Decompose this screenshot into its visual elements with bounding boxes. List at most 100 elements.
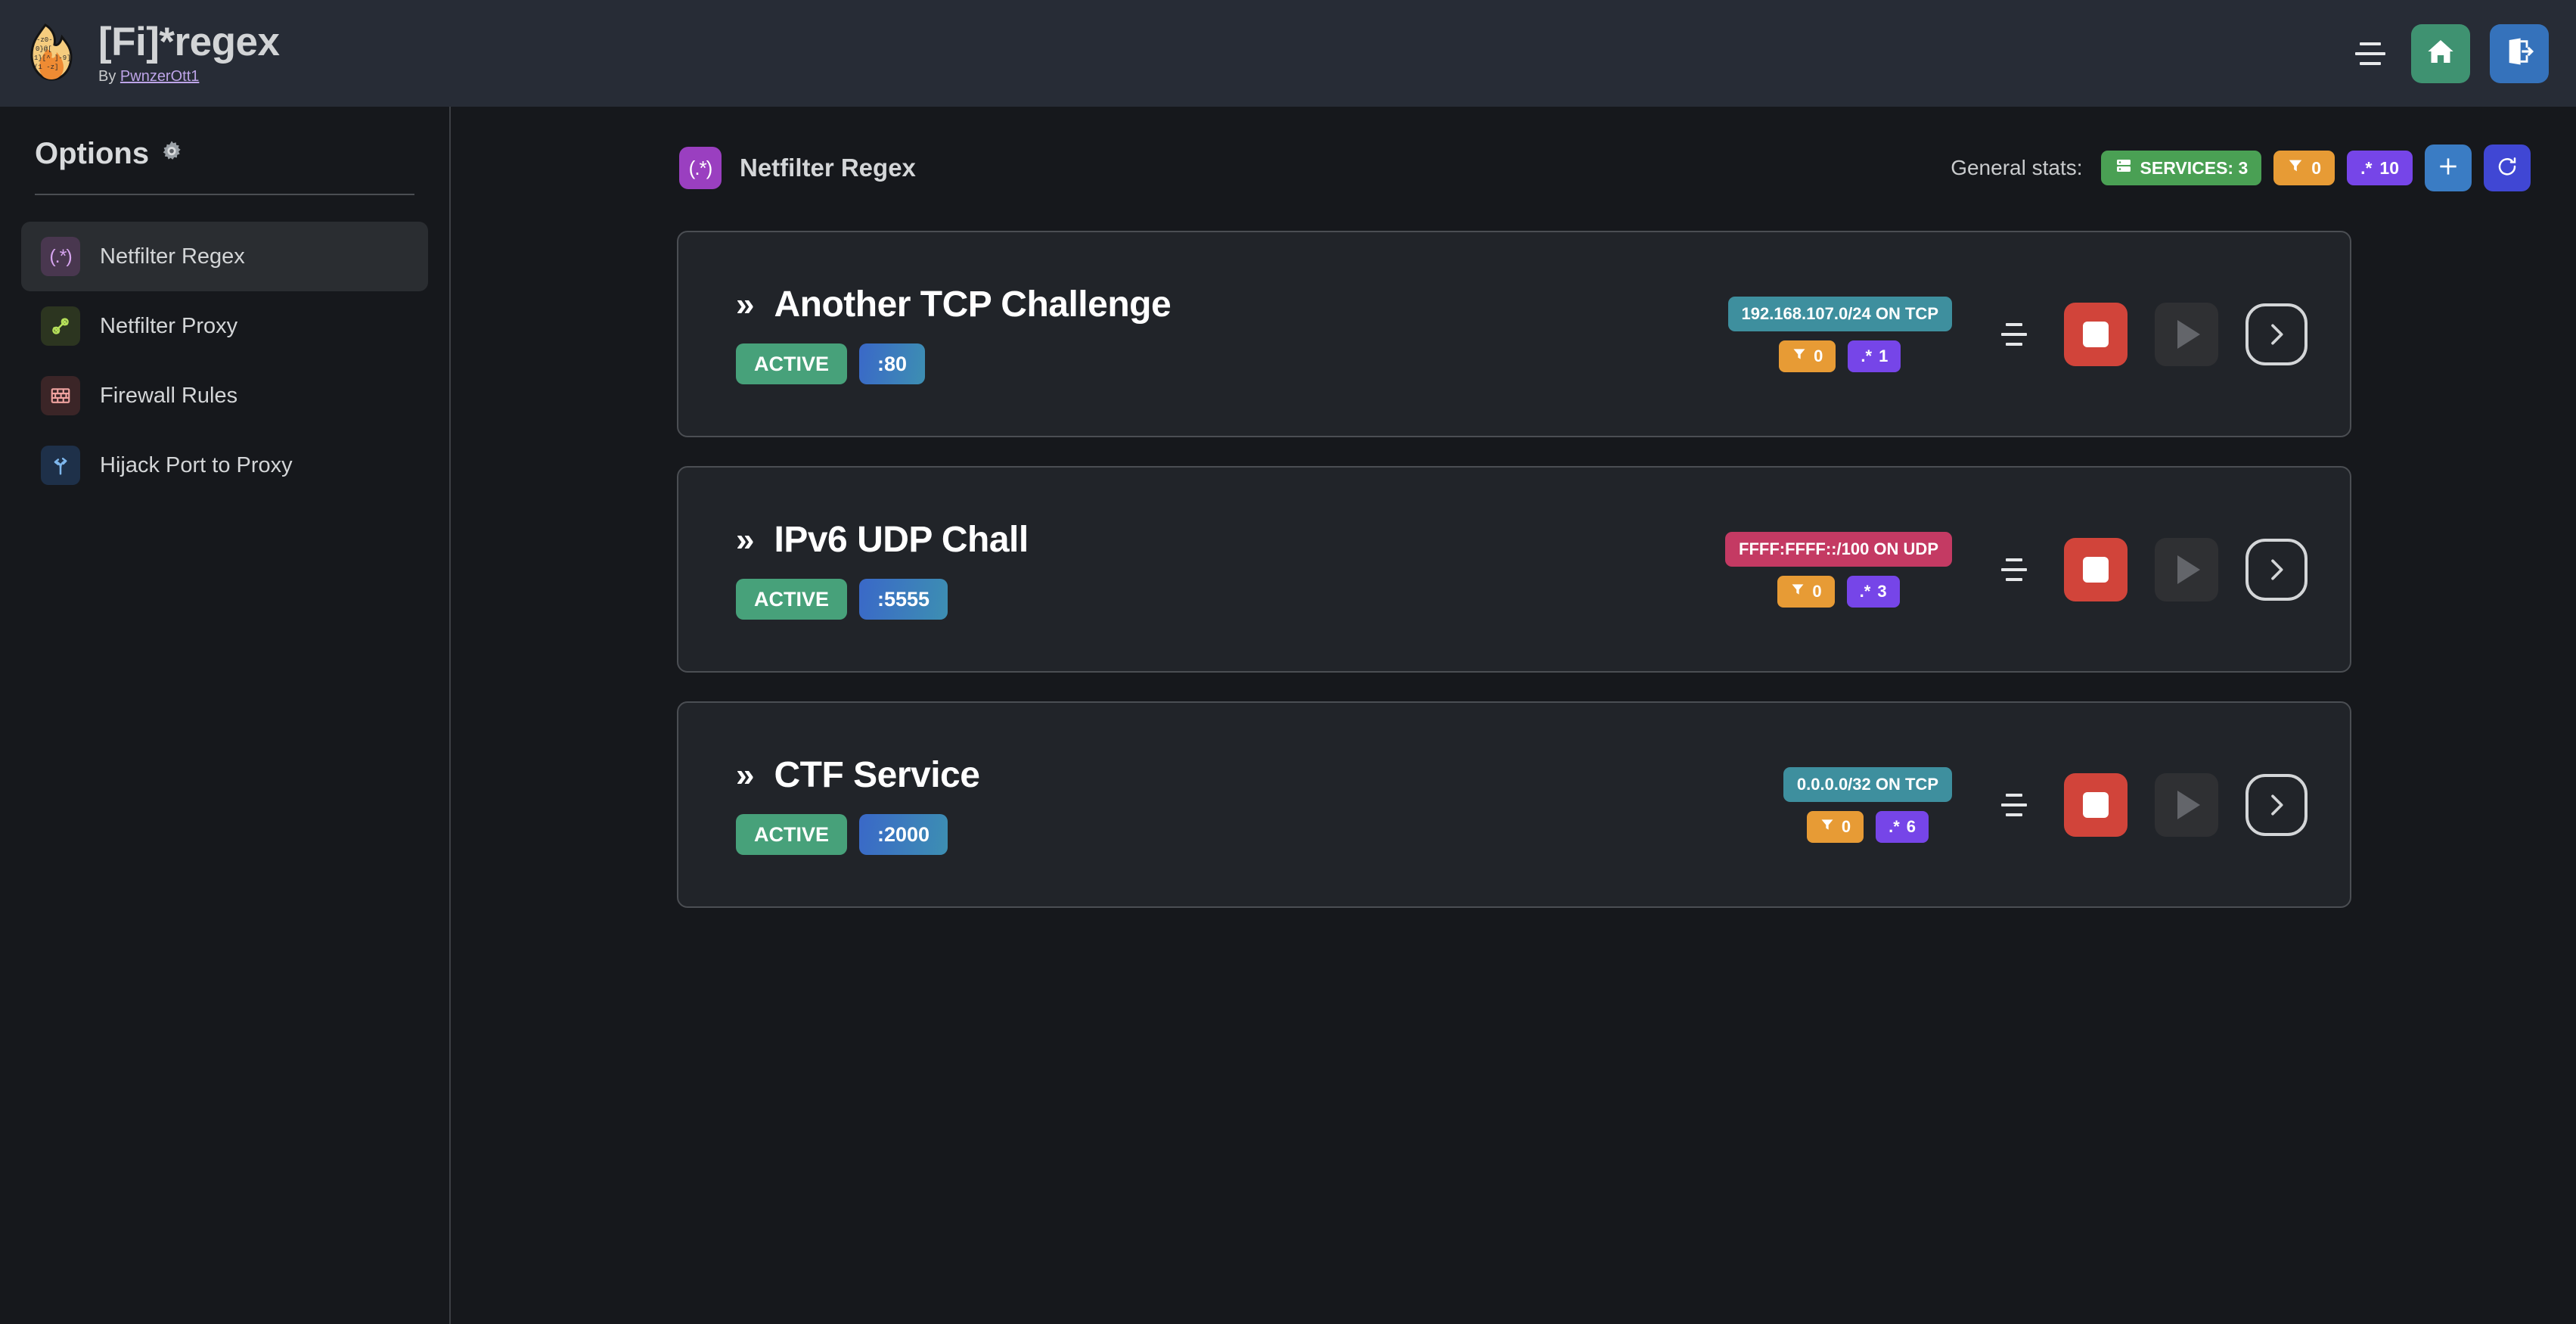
service-controls: 0.0.0.0/32 ON TCP 0 .* 6 xyxy=(1783,766,2350,843)
funnel-icon xyxy=(1792,347,1807,366)
regex-glyph-icon: .* xyxy=(1889,816,1900,836)
filter-count-label: 0 xyxy=(2311,157,2322,178)
filter-count-label: 0 xyxy=(1814,346,1823,365)
service-detail-button[interactable] xyxy=(2245,303,2308,365)
double-chevron-icon: » xyxy=(736,521,755,558)
service-counters: 0 .* 1 xyxy=(1779,340,1901,372)
sidebar-item-label: Netfilter Regex xyxy=(100,244,245,269)
logout-button[interactable] xyxy=(2490,23,2549,83)
service-counters: 0 .* 3 xyxy=(1777,575,1900,608)
service-network-info: 192.168.107.0/24 ON TCP 0 .* 1 xyxy=(1727,296,1952,372)
author-link[interactable]: PwnzerOtt1 xyxy=(119,67,200,85)
sidebar-nav: (.*) Netfilter Regex Netfilter Proxy xyxy=(0,195,449,500)
service-card[interactable]: » IPv6 UDP Chall ACTIVE :5555 FFFF:FFFF:… xyxy=(677,466,2351,673)
services-count-label: SERVICES: 3 xyxy=(2140,157,2249,178)
list-icon[interactable] xyxy=(1994,788,2034,822)
stop-button[interactable] xyxy=(2064,772,2128,837)
chevron-right-icon xyxy=(2261,790,2292,820)
filter-count-label: 0 xyxy=(1812,581,1822,601)
sidebar-item-netfilter-regex[interactable]: (.*) Netfilter Regex xyxy=(21,222,428,291)
page-icon-glyph: (.*) xyxy=(688,156,713,179)
service-card[interactable]: » CTF Service ACTIVE :2000 0.0.0.0/32 ON… xyxy=(677,701,2351,908)
network-badge: FFFF:FFFF::/100 ON UDP xyxy=(1725,531,1952,567)
sidebar-item-hijack-port-to-proxy[interactable]: Hijack Port to Proxy xyxy=(21,430,428,500)
header-actions xyxy=(2349,23,2576,83)
double-chevron-icon: » xyxy=(736,285,755,323)
filter-count-badge: 0 xyxy=(1779,340,1836,372)
home-icon xyxy=(2425,36,2456,70)
sidebar-divider xyxy=(35,194,414,195)
svg-text:0}@[: 0}@[ xyxy=(36,45,52,53)
app-header: -z0- 0}@[ 1}[^ ]-9] (1 -z] [Fi]*regex By… xyxy=(0,0,2576,107)
stop-icon xyxy=(2083,556,2109,583)
service-tags: ACTIVE :2000 xyxy=(736,814,979,855)
brand: -z0- 0}@[ 1}[^ ]-9] (1 -z] [Fi]*regex By… xyxy=(0,21,280,85)
play-icon xyxy=(2177,790,2200,819)
app-author: By PwnzerOtt1 xyxy=(98,68,279,85)
gear-icon xyxy=(160,140,184,168)
service-name: Another TCP Challenge xyxy=(774,284,1172,325)
service-controls: FFFF:FFFF::/100 ON UDP 0 .* 3 xyxy=(1725,531,2350,608)
service-detail-button[interactable] xyxy=(2245,773,2308,836)
plus-icon xyxy=(2436,154,2460,182)
stop-button[interactable] xyxy=(2064,302,2128,366)
status-badge: ACTIVE xyxy=(736,814,848,855)
status-badge: ACTIVE xyxy=(736,579,848,620)
home-button[interactable] xyxy=(2411,23,2470,83)
flame-icon: -z0- 0}@[ 1}[^ ]-9] (1 -z] xyxy=(23,23,79,82)
service-network-info: 0.0.0.0/32 ON TCP 0 .* 6 xyxy=(1783,766,1952,843)
stop-button[interactable] xyxy=(2064,537,2128,601)
fork-arrow-icon xyxy=(41,446,80,485)
brand-text: [Fi]*regex By PwnzerOtt1 xyxy=(98,21,280,85)
sidebar-item-netfilter-proxy[interactable]: Netfilter Proxy xyxy=(21,291,428,361)
chevron-right-icon xyxy=(2261,555,2292,585)
refresh-icon xyxy=(2496,155,2519,182)
general-stats: General stats: SERVICES: 3 0 xyxy=(1951,145,2531,191)
regex-glyph-icon: .* xyxy=(1861,346,1873,365)
sidebar-title: Options xyxy=(35,137,150,170)
server-icon xyxy=(2115,157,2133,179)
sidebar-item-label: Hijack Port to Proxy xyxy=(100,452,293,477)
sidebar-item-label: Firewall Rules xyxy=(100,383,238,408)
filter-count-badge: 0 xyxy=(1806,810,1864,843)
refresh-button[interactable] xyxy=(2484,145,2531,191)
funnel-icon xyxy=(2287,157,2304,179)
play-button[interactable] xyxy=(2155,772,2218,837)
sidebar-item-label: Netfilter Proxy xyxy=(100,313,238,338)
port-badge: :2000 xyxy=(859,814,948,855)
funnel-icon xyxy=(1790,582,1805,601)
service-name: CTF Service xyxy=(774,755,980,795)
stats-label: General stats: xyxy=(1951,156,2083,179)
play-button[interactable] xyxy=(2155,302,2218,366)
play-button[interactable] xyxy=(2155,537,2218,601)
sidebar-item-firewall-rules[interactable]: Firewall Rules xyxy=(21,361,428,430)
svg-text:(1 -z]: (1 -z] xyxy=(34,64,58,71)
service-info: » Another TCP Challenge ACTIVE :80 xyxy=(678,284,1172,384)
regex-count-badge: .* 6 xyxy=(1876,810,1929,843)
double-chevron-icon: » xyxy=(736,756,755,794)
sidebar: Options (.*) Netfilter Regex xyxy=(0,107,451,1324)
port-badge: :5555 xyxy=(859,579,948,620)
service-info: » IPv6 UDP Chall ACTIVE :5555 xyxy=(678,519,1029,620)
status-badge-services: SERVICES: 3 xyxy=(2100,151,2262,185)
plug-icon xyxy=(41,306,80,346)
service-counters: 0 .* 6 xyxy=(1806,810,1929,843)
network-badge: 0.0.0.0/32 ON TCP xyxy=(1783,766,1952,802)
by-prefix: By xyxy=(98,67,120,85)
service-title: » IPv6 UDP Chall xyxy=(736,519,1029,561)
status-badge: ACTIVE xyxy=(736,343,848,384)
list-icon[interactable] xyxy=(1994,318,2034,351)
list-icon[interactable] xyxy=(1994,553,2034,586)
port-badge: :80 xyxy=(859,343,926,384)
service-detail-button[interactable] xyxy=(2245,538,2308,601)
add-service-button[interactable] xyxy=(2425,145,2472,191)
hamburger-icon[interactable] xyxy=(2349,36,2391,71)
regex-glyph-icon: .* xyxy=(2360,157,2373,178)
stop-icon xyxy=(2083,321,2109,347)
regex-icon: (.*) xyxy=(679,147,722,189)
status-badge-regexes: .* 10 xyxy=(2347,151,2413,185)
svg-text:1}[^ ]-9]: 1}[^ ]-9] xyxy=(34,54,71,62)
service-info: » CTF Service ACTIVE :2000 xyxy=(678,754,980,855)
sidebar-header: Options xyxy=(0,107,449,171)
service-card[interactable]: » Another TCP Challenge ACTIVE :80 192.1… xyxy=(677,231,2351,437)
